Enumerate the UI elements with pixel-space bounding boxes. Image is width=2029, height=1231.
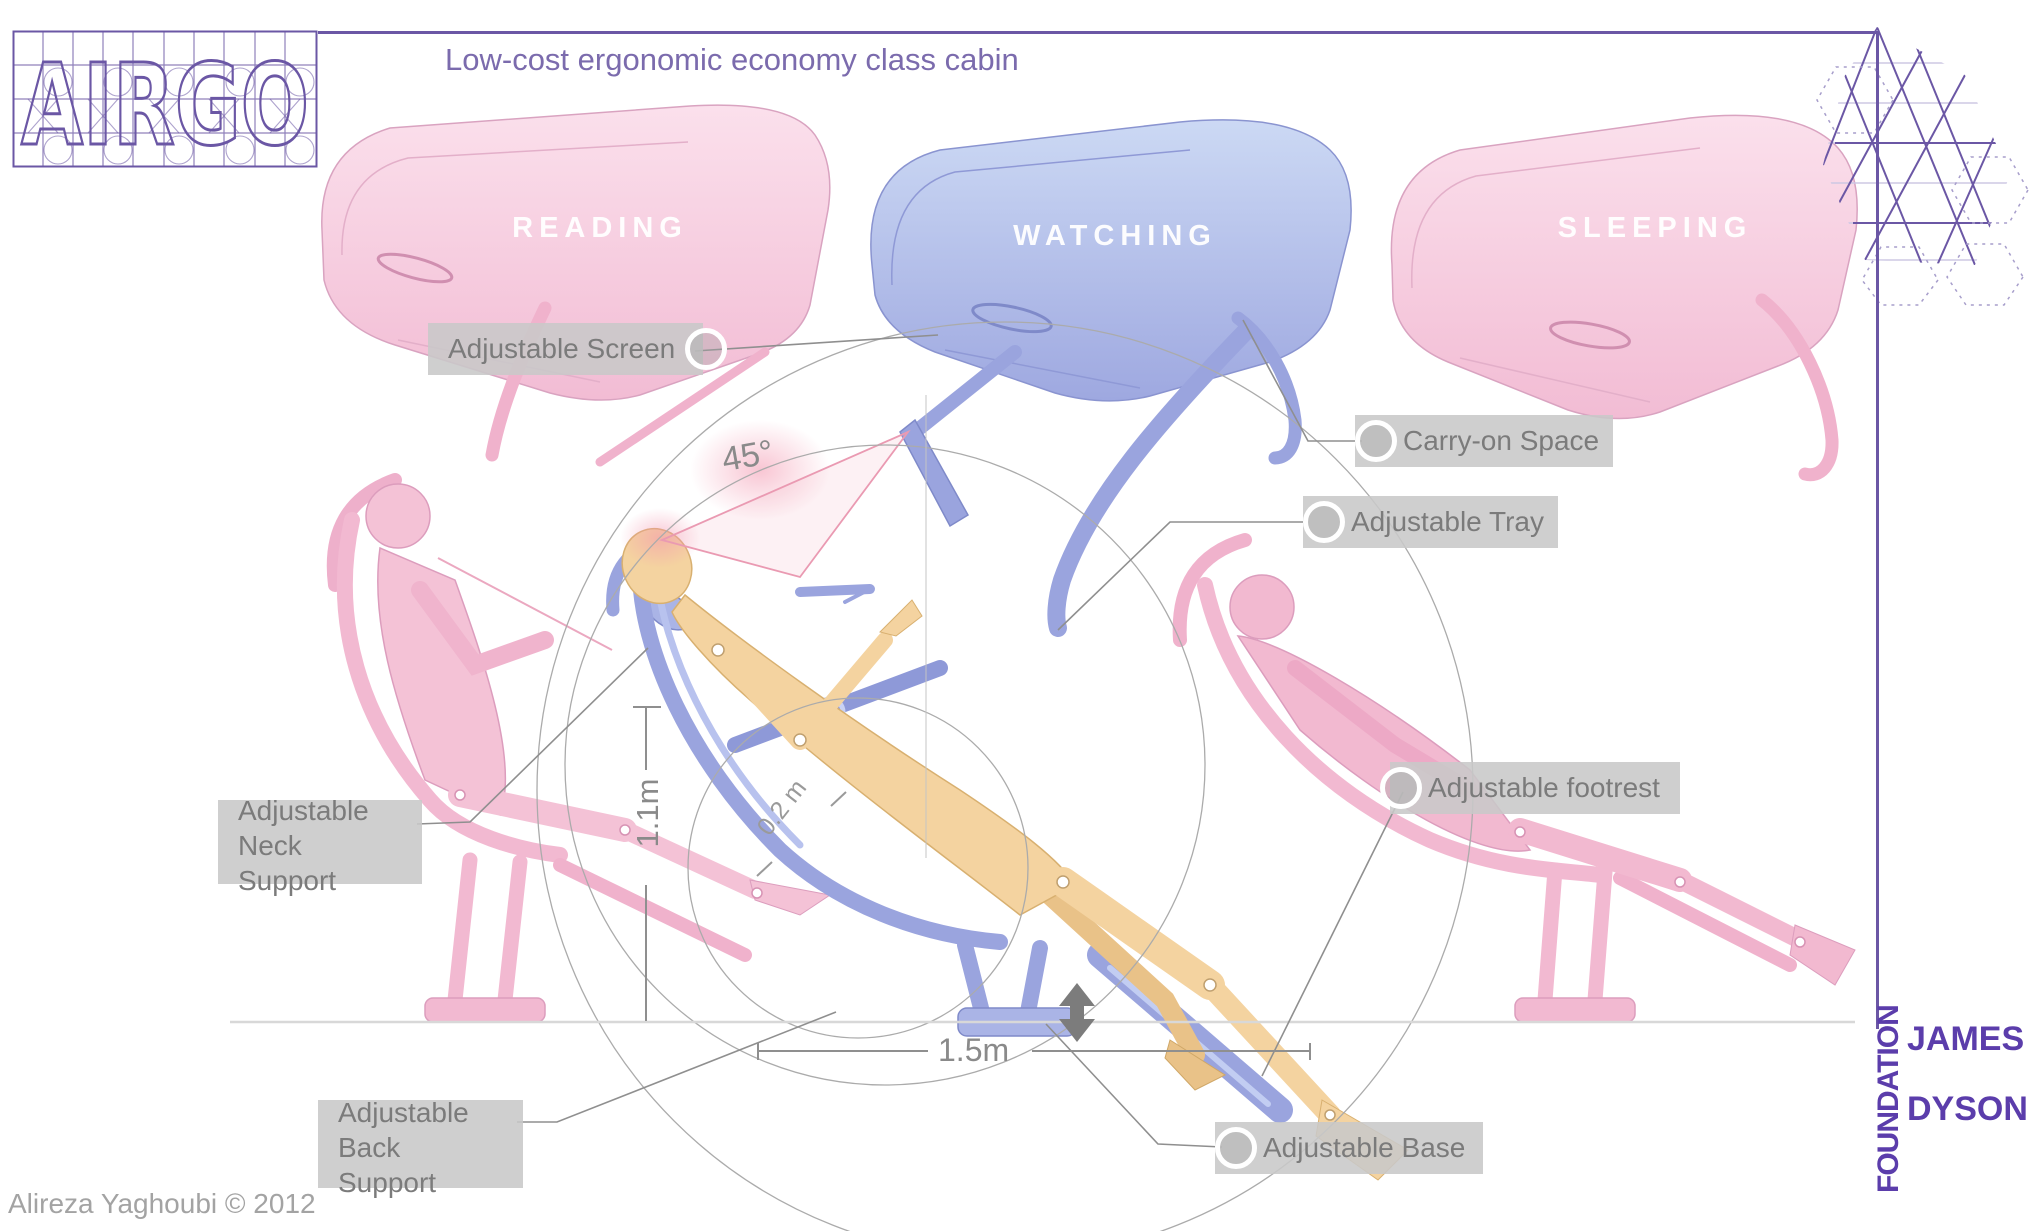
callout-marker-icon — [503, 1141, 523, 1148]
callout-label: Adjustable Base — [1263, 1132, 1466, 1163]
carry-on-bracket — [1231, 311, 1302, 465]
callout-label: Adjustable Screen — [448, 333, 676, 364]
reading-sight-line — [437, 557, 613, 651]
shell-watching — [870, 119, 1352, 637]
shell-reading — [321, 104, 831, 467]
mode-label-reading: READING — [512, 212, 688, 244]
callout-marker-icon — [1303, 501, 1345, 543]
sleeping-shell-handle — [1549, 320, 1631, 350]
shell-sleeping — [1390, 114, 1858, 482]
dimension-pitch-lines — [757, 1043, 1311, 1060]
callout-carry-on-space: Carry-on Space — [1355, 415, 1613, 467]
sleeping-base-plate — [1514, 997, 1636, 1023]
sleeping-head — [1229, 574, 1295, 640]
sleeping-pedestal — [1537, 862, 1613, 1008]
reading-pedestal — [447, 852, 528, 1008]
callout-marker-icon — [402, 839, 422, 846]
leader-lines — [416, 319, 1404, 1148]
james-dyson-dyson: DYSON — [1907, 1090, 2028, 1128]
callout-marker-icon — [1380, 767, 1422, 809]
sleeping-foot — [1789, 924, 1856, 986]
mannequin-hand — [879, 599, 923, 637]
watching-screen-arm — [913, 345, 1022, 435]
callout-adjustable-screen: Adjustable Screen — [428, 323, 728, 375]
reading-footrest-bar — [553, 858, 752, 962]
sleeping-footrest-bar — [1613, 871, 1797, 972]
mode-label-watching: WATCHING — [1013, 220, 1217, 252]
airgo-logo: AIRGO — [12, 30, 318, 173]
reading-torso — [377, 546, 507, 817]
james-dyson-foundation-vertical: FOUNDATION — [1872, 1005, 1905, 1193]
back-rail — [632, 562, 1008, 950]
reading-back-frame — [336, 512, 568, 863]
callout-label: Adjustable Neck Support — [238, 795, 369, 896]
reading-base-plate — [424, 997, 546, 1023]
mode-label-sleeping: SLEEPING — [1557, 212, 1753, 244]
up-down-arrow-icon — [1059, 983, 1095, 1042]
logo-text: AIRGO — [21, 41, 309, 171]
callout-adjustable-footrest: Adjustable footrest — [1380, 762, 1680, 814]
callout-adjustable-base: Adjustable Base — [1215, 1122, 1483, 1174]
figure-reading — [326, 473, 832, 1023]
james-dyson-james: JAMES — [1907, 1020, 2025, 1058]
callout-marker-icon — [1215, 1127, 1257, 1169]
watching-support-arm — [1047, 321, 1256, 637]
watching-screen-plate — [899, 418, 970, 528]
adjustable-tray-bar — [795, 584, 875, 597]
reading-arm — [411, 581, 554, 676]
callout-adjustable-neck-support: Adjustable Neck Support — [218, 795, 422, 896]
dimension-backrest-height: 1.1m — [630, 778, 665, 848]
top-rule — [318, 31, 1877, 34]
watching-pedestal — [957, 937, 1048, 1020]
watching-shell-handle — [971, 302, 1053, 334]
sleeping-back-frame — [1197, 577, 1608, 883]
dimension-seat-pitch: 1.5m — [938, 1032, 1010, 1068]
callout-adjustable-back-support: Adjustable Back Support — [318, 1097, 523, 1198]
callout-label: Adjustable Back Support — [338, 1097, 469, 1198]
callout-marker-icon — [685, 328, 728, 370]
right-rule — [1876, 31, 1879, 1029]
callout-label: Adjustable Tray — [1351, 506, 1544, 537]
dimension-height-lines — [633, 706, 661, 1021]
dimension-gap-ticks — [756, 791, 847, 877]
reading-shell-handle — [376, 252, 454, 284]
author-credit: Alireza Yaghoubi © 2012 — [8, 1188, 316, 1219]
callout-label: Adjustable footrest — [1428, 772, 1660, 803]
page-title: Low-cost ergonomic economy class cabin — [445, 42, 1019, 77]
callout-adjustable-tray: Adjustable Tray — [1303, 496, 1558, 548]
reading-head — [365, 483, 431, 549]
sleeping-bracket — [1755, 293, 1839, 482]
callout-label: Carry-on Space — [1403, 425, 1600, 456]
reading-screen-plate — [595, 347, 770, 467]
callout-marker-icon — [1355, 420, 1397, 462]
